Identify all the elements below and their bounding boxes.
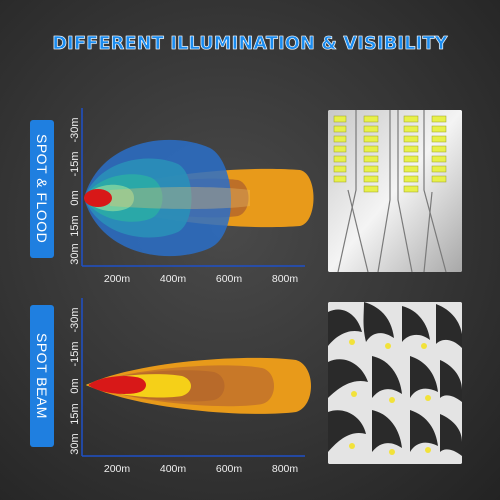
spot-leds: [349, 339, 431, 455]
y-tick-label: 0m: [69, 378, 81, 393]
x-tick-label: 200m: [104, 463, 131, 475]
y-tick-labels: -30m -15m 0m 15m 30m: [69, 117, 81, 264]
spot-beam-label: SPOT BEAM: [34, 333, 50, 419]
x-tick-labels: 200m 400m 600m 800m: [104, 463, 299, 475]
spot-bright-streak: [110, 187, 250, 209]
spot-beam-diagram: -30m -15m 0m 15m 30m 200m 400m 600m 800m: [69, 298, 311, 475]
y-tick-label: -15m: [69, 341, 81, 366]
y-tick-label: -30m: [69, 307, 81, 332]
x-tick-label: 400m: [160, 273, 187, 285]
y-tick-label: 30m: [69, 243, 81, 264]
y-tick-label: 0m: [69, 190, 81, 205]
y-tick-label: 30m: [69, 433, 81, 454]
x-tick-label: 200m: [104, 273, 131, 285]
spot-beams: [86, 357, 311, 414]
flood-reflector-photo: [328, 110, 462, 272]
spot-flood-beam-diagram: -30m -15m 0m 15m 30m 200m 400m 600m 800m: [69, 108, 314, 285]
led-rows-right: [403, 115, 447, 193]
y-tick-label: -30m: [69, 117, 81, 142]
x-tick-label: 400m: [160, 463, 187, 475]
x-tick-label: 600m: [216, 463, 243, 475]
spot-flood-beams: [84, 139, 314, 257]
y-tick-label: -15m: [69, 151, 81, 176]
flood-reflector-image: [328, 110, 462, 272]
page-title: DIFFERENT ILLUMINATION & VISIBILITY: [52, 34, 448, 55]
light-source-core: [84, 189, 112, 207]
spot-flood-badge: SPOT & FLOOD: [30, 120, 54, 258]
y-tick-label: 15m: [69, 403, 81, 424]
spot-reflector-photo: [328, 302, 462, 464]
reflector-ridges: [337, 110, 447, 272]
x-tick-label: 600m: [216, 273, 243, 285]
spot-reflector-image: [328, 302, 462, 464]
light-source-core: [88, 376, 146, 394]
x-tick-label: 800m: [272, 273, 299, 285]
x-tick-labels: 200m 400m 600m 800m: [104, 273, 299, 285]
y-tick-labels: -30m -15m 0m 15m 30m: [69, 307, 81, 454]
spot-beam-badge: SPOT BEAM: [30, 305, 54, 447]
led-rows-left: [333, 115, 379, 193]
x-tick-label: 800m: [272, 463, 299, 475]
y-tick-label: 15m: [69, 215, 81, 236]
spot-flood-label: SPOT & FLOOD: [34, 134, 50, 244]
reflector-cups: [328, 302, 462, 456]
